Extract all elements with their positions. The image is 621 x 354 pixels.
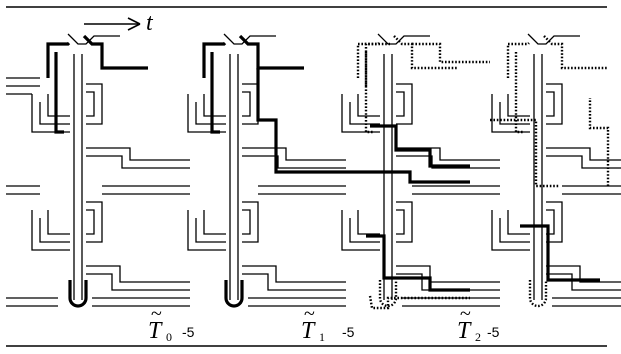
label-t0: ~ T 0 -5 [148,303,195,344]
time-arrow [84,17,141,31]
thick-strand [256,68,600,292]
svg-text:~: ~ [460,303,471,325]
svg-text:~: ~ [151,303,162,325]
label-t2: ~ T 2 -5 [457,303,500,344]
svg-text:0: 0 [166,330,172,344]
svg-text:T: T [301,318,316,344]
dotted-strand [364,42,610,310]
svg-text:-5: -5 [487,324,500,340]
braid-block-3 [491,31,621,308]
svg-text:-5: -5 [182,324,195,340]
time-label: t [146,10,154,36]
braid-block-1 [187,31,346,308]
svg-text:-5: -5 [342,324,355,340]
svg-text:T: T [148,318,163,344]
svg-text:~: ~ [304,303,315,325]
label-t1: ~ T 1 -5 [301,303,355,344]
svg-text:2: 2 [475,330,481,344]
svg-text:T: T [457,318,472,344]
svg-text:1: 1 [319,330,325,344]
left-boundary-strands [6,77,58,307]
braid-block-0 [31,31,190,308]
